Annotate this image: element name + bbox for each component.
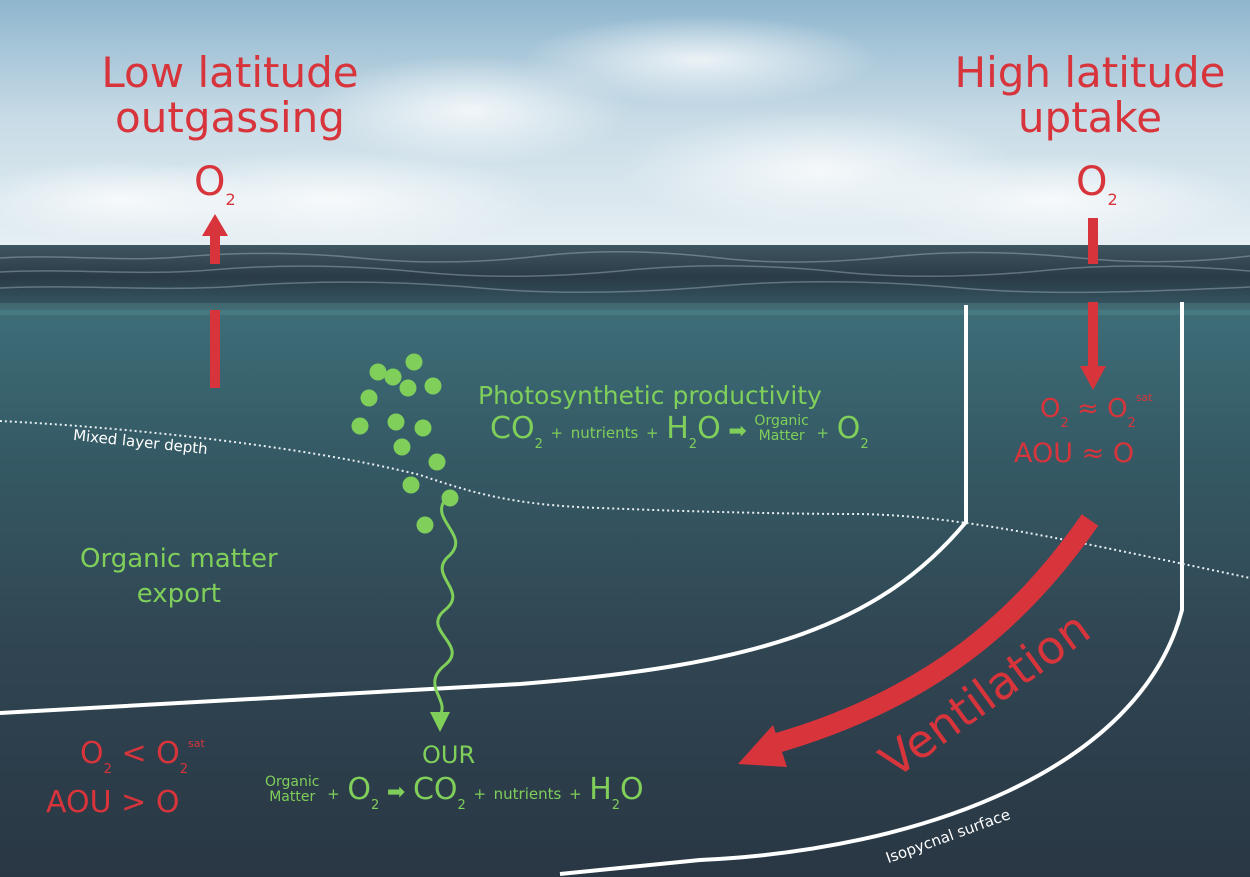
low-latitude-title: Low latitude outgassing: [80, 50, 380, 141]
mixed-layer-line: [0, 420, 1250, 579]
o2-symbol: O: [194, 159, 226, 205]
aou-approx-equation: AOU ≈ O: [1014, 438, 1135, 469]
high-latitude-title-line2: uptake: [1017, 93, 1163, 143]
low-latitude-title-line2: outgassing: [115, 93, 345, 143]
organic-export-line1: Organic matter: [80, 544, 278, 574]
o2-symbol: O: [1076, 159, 1108, 205]
arrow-down-icon: [1080, 218, 1106, 390]
organic-export-line2: export: [136, 579, 221, 610]
o2-label-low: O2: [194, 162, 236, 208]
clouds: [0, 15, 1250, 250]
arrow-right-icon: ➡: [728, 419, 747, 444]
organic-export-label: Organic matter export: [80, 542, 278, 612]
curved-arrow-icon: [738, 514, 1099, 767]
arrow-up-icon: [202, 214, 228, 388]
our-label: OUR: [422, 741, 476, 769]
aou-positive-equation: AOU > O: [46, 785, 180, 820]
sea-surface: [0, 245, 1250, 310]
o2-subscript: 2: [225, 190, 236, 209]
wave-highlights: [0, 250, 1250, 294]
low-latitude-title-line1: Low latitude: [101, 48, 359, 97]
isopycnal-line-upper: [0, 305, 968, 715]
phytoplankton-dots: [351, 353, 459, 534]
arrow-down-icon: [430, 712, 450, 732]
high-latitude-title-line1: High latitude: [954, 48, 1226, 97]
o2-subscript: 2: [1107, 190, 1118, 209]
photosynthetic-label: Photosynthetic productivity: [478, 381, 822, 410]
export-squiggle: [433, 499, 458, 716]
high-latitude-title: High latitude uptake: [940, 50, 1240, 141]
o2-label-high: O2: [1076, 162, 1118, 208]
o2-saturation-equation: O2 ≈ O2sat: [1040, 391, 1153, 431]
arrow-right-icon: ➡: [386, 780, 406, 805]
o2-undersaturation-equation: O2 < O2sat: [80, 736, 205, 777]
isopycnal-line-lower: [559, 302, 1184, 876]
